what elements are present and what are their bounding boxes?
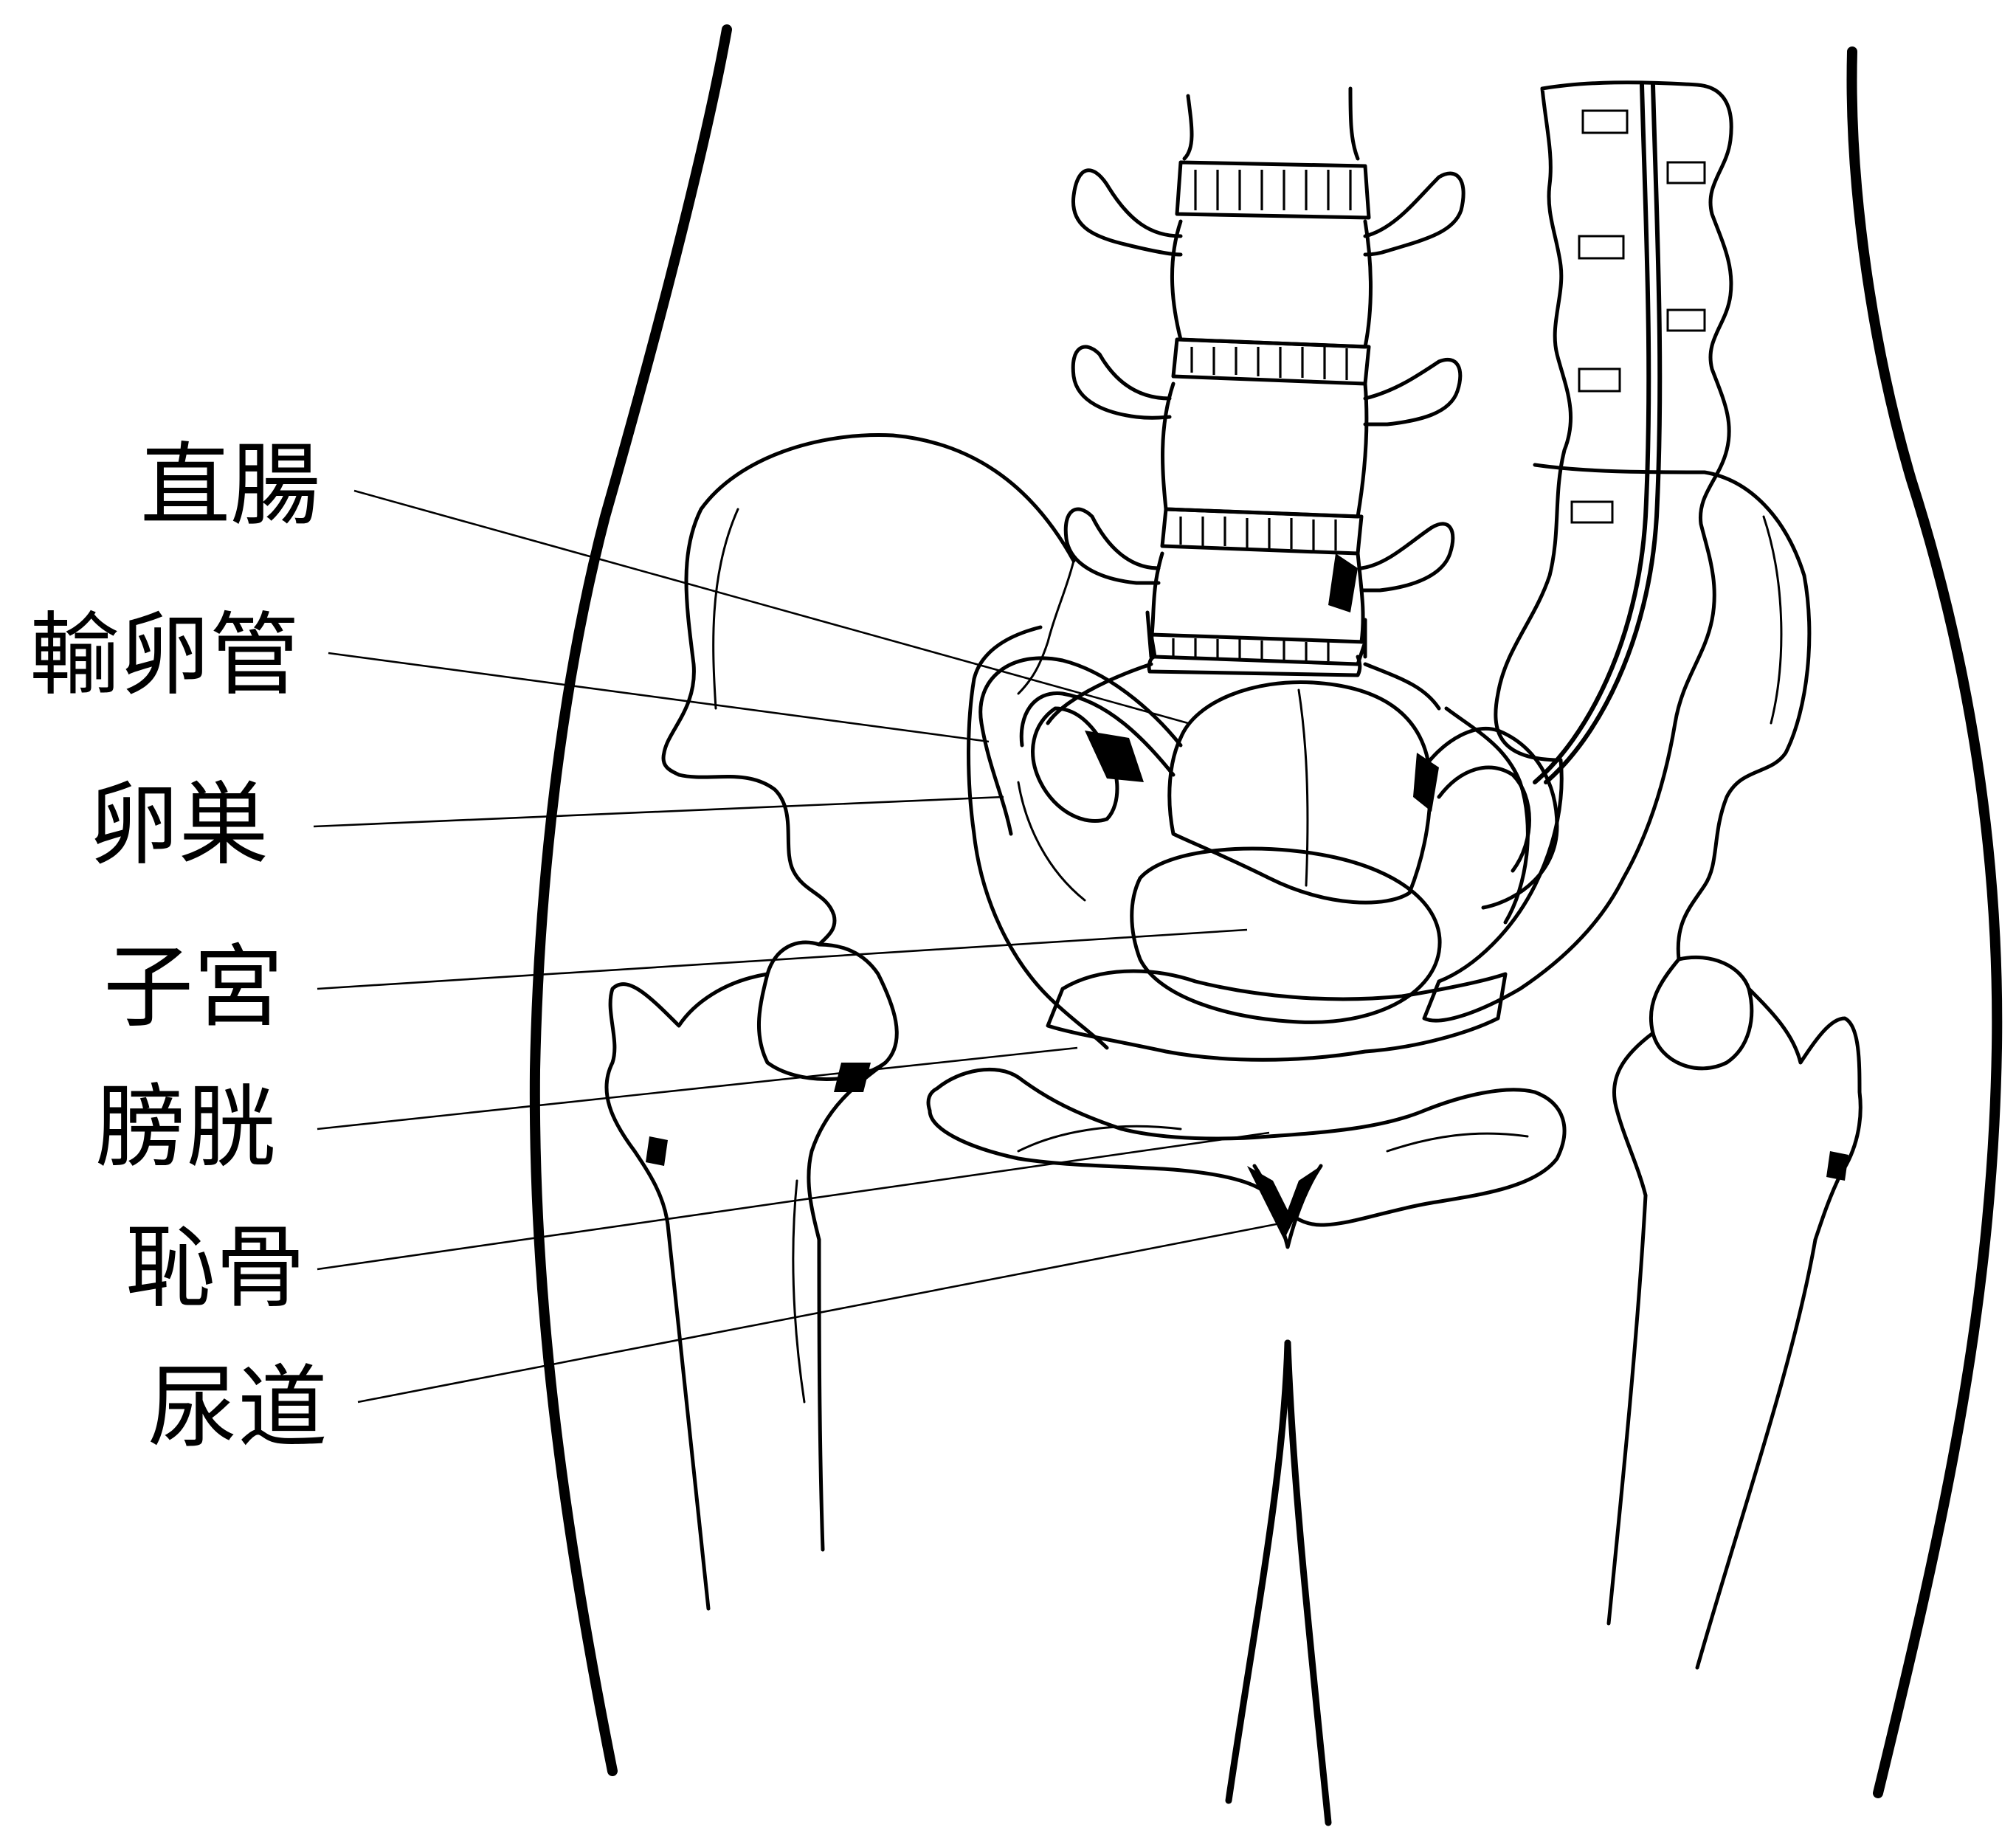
left-femur [607, 942, 897, 1609]
leader-lines [314, 491, 1291, 1402]
leader-ovary [314, 797, 1004, 826]
leader-bladder [317, 1048, 1077, 1129]
right-femur [1609, 957, 1860, 1668]
right-tube-ovary [1413, 728, 1557, 908]
colon-rectum [1424, 83, 1731, 1021]
leader-fallopian-tube [328, 653, 989, 742]
body-outline [535, 30, 1997, 1823]
leader-uterus [317, 930, 1247, 989]
uterus [1170, 682, 1430, 902]
label-rectum: 直腸 [140, 433, 320, 538]
pubic-bone-region [928, 1069, 1564, 1247]
label-fallopian-tube: 輸卵管 [30, 603, 300, 708]
labels: 直腸 輸卵管 卵巣 子宮 膀胱 恥骨 尿道 [30, 433, 328, 1460]
label-uterus: 子宮 [103, 935, 283, 1040]
label-ovary: 卵巣 [89, 773, 269, 877]
label-urethra: 尿道 [148, 1356, 328, 1460]
leader-urethra [358, 1221, 1291, 1402]
leader-rectum [354, 491, 1188, 723]
label-bladder: 膀胱 [96, 1075, 276, 1180]
label-pubic-bone: 恥骨 [125, 1215, 305, 1320]
lumbar-spine [1066, 89, 1463, 675]
